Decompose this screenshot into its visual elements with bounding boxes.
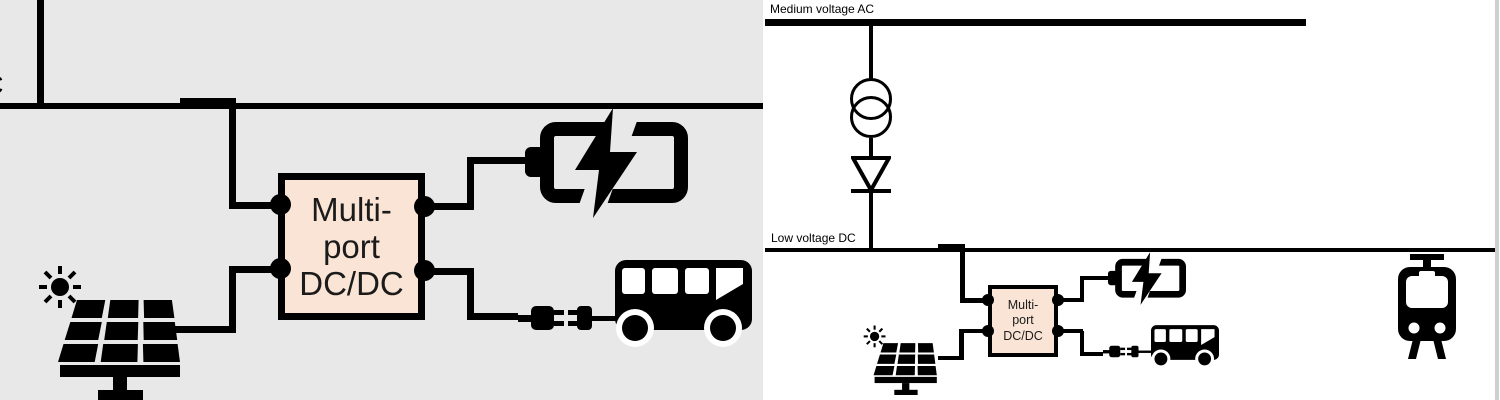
wire-port3-h1 <box>424 203 474 210</box>
wire-port4-h2 <box>1080 352 1103 356</box>
wire-port3-v <box>1080 276 1084 302</box>
port-dot <box>982 294 994 306</box>
box-label-line3: DC/DC <box>1003 328 1043 343</box>
solar-panel-icon <box>863 325 937 395</box>
wire-transformer-to-diode <box>869 138 873 158</box>
wire-diode-to-lvbus <box>869 192 873 250</box>
battery-charging-icon <box>1108 252 1186 305</box>
wire-bus-to-port1-h <box>960 298 988 303</box>
wire-solar-to-port2-h <box>959 329 988 333</box>
port-dot <box>982 325 994 337</box>
wire-bus-to-port1-h <box>229 202 283 209</box>
wire-port3-h2 <box>467 157 525 164</box>
mv-ac-bus-line <box>765 19 1306 26</box>
box-label-line3: DC/DC <box>299 265 404 302</box>
wire-solar-v <box>229 266 236 333</box>
wire-solar-to-port2-h <box>229 266 283 273</box>
right-overview-panel: Medium voltage AC Low voltage DC Multi- … <box>763 0 1500 400</box>
solar-panel-icon <box>38 265 180 400</box>
multiport-dcdc-box: Multi- port DC/DC <box>988 285 1058 357</box>
port-dot <box>270 258 291 279</box>
left-detail-panel: C Multi- port DC/DC <box>0 0 763 400</box>
wire-port3-h2 <box>1080 276 1108 280</box>
dc-bus-line <box>0 103 763 109</box>
bus-icon <box>1150 324 1220 370</box>
lv-dc-bus-line <box>765 248 1499 252</box>
wire-solar-h <box>938 356 962 360</box>
feeder-line <box>37 0 44 104</box>
tram-icon <box>1396 254 1458 359</box>
lv-bus-label: Low voltage DC <box>771 231 856 245</box>
bus-icon <box>613 258 754 350</box>
battery-charging-icon <box>525 108 688 218</box>
wire-port4-h2 <box>467 313 518 320</box>
wire-mv-to-transformer <box>869 26 873 79</box>
port-dot <box>270 194 291 215</box>
diode-icon <box>851 156 891 195</box>
slide-edge-divider <box>1495 0 1499 400</box>
bus-tap-stub <box>938 244 965 250</box>
box-label-line2: port <box>323 228 380 265</box>
wire-solar-h <box>173 326 236 333</box>
bus-tap-stub <box>180 98 236 104</box>
wire-port4-v <box>1080 331 1084 356</box>
wire-port3-h1 <box>1058 298 1083 302</box>
wire-port4-h1 <box>424 268 474 275</box>
mv-bus-label: Medium voltage AC <box>770 2 875 16</box>
charging-plug-icon <box>518 303 618 333</box>
wire-bus-to-port1-v <box>229 104 236 209</box>
multiport-dcdc-box: Multi- port DC/DC <box>278 173 425 320</box>
wire-bus-to-port1-v <box>960 250 965 302</box>
wire-port4-h1 <box>1058 329 1083 333</box>
wire-port3-v <box>467 157 474 210</box>
clipped-label-fragment: C <box>0 70 4 101</box>
wire-solar-v <box>959 329 964 360</box>
charging-plug-icon <box>1103 344 1151 359</box>
wire-port4-v <box>467 268 474 320</box>
box-label-line1: Multi- <box>1007 297 1039 312</box>
box-label-line1: Multi- <box>311 191 392 228</box>
box-label-line2: port <box>1012 313 1034 328</box>
transformer-icon <box>850 96 892 138</box>
